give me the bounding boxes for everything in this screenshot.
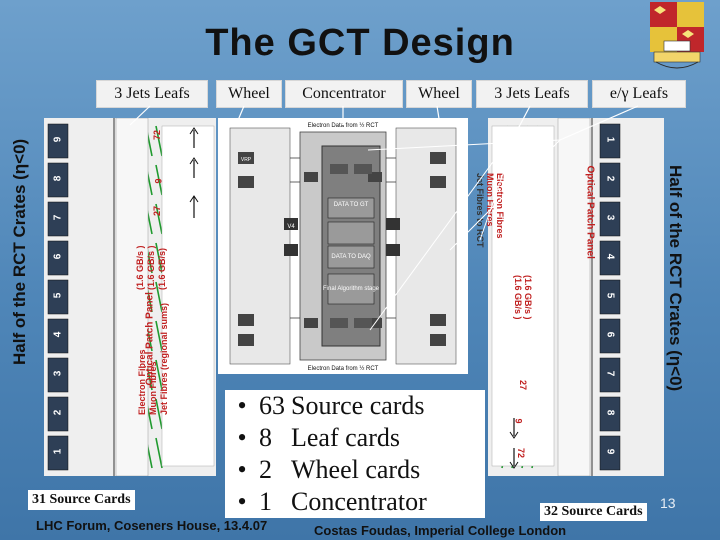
- bullet-number: 8: [259, 423, 272, 452]
- crate-block: [47, 201, 69, 237]
- diagram-final-stage: Final Algorithm stage: [323, 286, 380, 292]
- imperial-crest-icon: [650, 2, 704, 69]
- fibre-line: [155, 359, 163, 391]
- crate-block: [47, 357, 69, 393]
- crate-block: [47, 162, 69, 198]
- crate-block: [599, 240, 621, 276]
- footer-author: Costas Foudas, Imperial College London: [314, 523, 567, 538]
- crate-block: [47, 435, 69, 471]
- header-wheel-right: Wheel: [406, 80, 472, 108]
- fibre-line: [155, 320, 163, 352]
- crate-block: [599, 279, 621, 315]
- right-source-cards-note: 32 Source Cards: [540, 503, 647, 521]
- bullet-number: 63: [259, 391, 285, 420]
- header-eg-leafs: e/γ Leafs: [592, 80, 686, 108]
- crate-block: [599, 162, 621, 198]
- header-3-jets-leafs-right: 3 Jets Leafs: [476, 80, 588, 108]
- bullet-number: 2: [259, 455, 272, 484]
- diagram-data-to-gt: DATA TO GT: [334, 202, 369, 208]
- slide-title: The GCT Design: [205, 22, 515, 64]
- fibre-line: [155, 125, 163, 157]
- crate-block: [599, 201, 621, 237]
- fibre-line: [155, 281, 163, 313]
- diagram-v4-label: V4: [287, 224, 295, 230]
- crate-block: [47, 123, 69, 159]
- fibre-line: [155, 437, 163, 469]
- fibre-line: [155, 398, 163, 430]
- right-crate-rack-diagram: [491, 118, 621, 476]
- bullet-text: Wheel cards: [291, 455, 421, 484]
- page-number: 13: [660, 495, 676, 511]
- fibre-line: [155, 203, 163, 235]
- header-3-jets-leafs-left: 3 Jets Leafs: [96, 80, 208, 108]
- diagram-vrp-label: VRP: [241, 157, 252, 163]
- bullet-number: 1: [259, 487, 272, 516]
- crate-block: [599, 396, 621, 432]
- crate-block: [599, 357, 621, 393]
- left-source-cards-note: 31 Source Cards: [28, 490, 135, 510]
- footer-event: LHC Forum, Coseners House, 13.4.07: [36, 518, 268, 533]
- bullet-text: Source cards: [291, 391, 425, 420]
- bullet-text: Leaf cards: [291, 423, 400, 452]
- diagram-data-to-daq: DATA TO DAQ: [331, 254, 371, 260]
- crate-block: [47, 318, 69, 354]
- crate-block: [47, 279, 69, 315]
- bullet-text: Concentrator: [291, 487, 427, 516]
- header-wheel-left: Wheel: [216, 80, 282, 108]
- crate-block: [599, 435, 621, 471]
- diagram-top-text: Electron Data from ½ RCT: [308, 122, 379, 129]
- diagram-bottom-text: Electron Data from ½ RCT: [308, 365, 379, 372]
- crate-block: [47, 240, 69, 276]
- left-crate-rack-diagram: [47, 118, 215, 476]
- header-concentrator: Concentrator: [285, 80, 403, 108]
- fibre-line: [155, 242, 163, 274]
- crate-block: [599, 318, 621, 354]
- crate-block: [47, 396, 69, 432]
- fibre-line: [155, 164, 163, 196]
- gct-diagram: Electron Data from ½ RCT Electron Data f…: [229, 122, 457, 372]
- crate-block: [599, 123, 621, 159]
